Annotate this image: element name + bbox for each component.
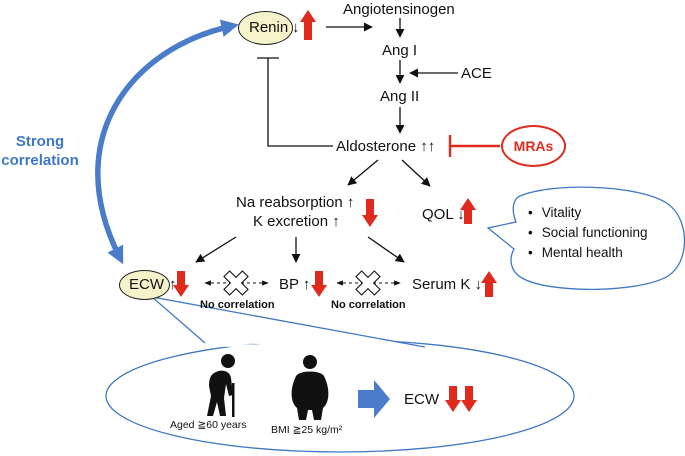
no-correlation-x-icon: [355, 270, 381, 296]
k-excretion-label: K excretion ↑: [253, 213, 340, 230]
mras-badge: MRAs: [501, 125, 566, 167]
ecw-change-arrow: ↑: [169, 276, 177, 293]
red-down-arrow-icon: [362, 199, 378, 227]
qol-item: Social functioning: [528, 225, 648, 241]
red-up-arrow-icon: [481, 271, 497, 297]
renin-node: [238, 11, 293, 45]
obese-person-icon: [291, 355, 329, 420]
no-correlation-left-label: No correlation: [200, 299, 275, 311]
bp-label: BP ↑: [279, 276, 311, 293]
renin-change-arrow: ↓: [292, 19, 300, 36]
ecw-node: [119, 270, 170, 300]
red-down-arrow-icon: [445, 386, 461, 412]
ecw-result-label: ECW: [404, 391, 439, 408]
serum-k-label: Serum K ↓: [412, 276, 483, 293]
ang2-label: Ang II: [380, 88, 420, 105]
ace-label: ACE: [461, 65, 492, 82]
ang1-label: Ang I: [382, 42, 418, 59]
k-to-serumk-arrow: [367, 236, 405, 263]
no-correlation-x-icon: [223, 270, 249, 296]
aged-label: Aged ≧60 years: [170, 419, 247, 431]
red-down-arrow-icon: [311, 271, 327, 297]
elderly-person-icon: [207, 354, 235, 417]
red-up-arrow-icon: [300, 10, 316, 40]
angiotensinogen-label: Angiotensinogen: [343, 1, 455, 18]
qol-item: Mental health: [528, 245, 648, 261]
no-correlation-right-label: No correlation: [331, 299, 406, 311]
red-arrows: [173, 10, 497, 412]
strong-correlation-arrow: [95, 19, 239, 265]
aldosterone-to-na-arrow: [347, 159, 379, 186]
aldosterone-to-qol-arrow: [401, 159, 431, 187]
blue-arrow-icon: [358, 380, 390, 418]
red-down-arrow-icon: [461, 386, 477, 412]
qol-label: QOL ↓: [422, 206, 465, 223]
ecw-label: ECW: [129, 276, 164, 293]
renin-label: Renin: [249, 19, 289, 36]
bmi-label: BMI ≧25 kg/m²: [271, 424, 343, 436]
red-up-arrow-icon: [460, 198, 476, 224]
red-down-arrow-icon: [173, 271, 189, 297]
aldosterone-label: Aldosterone ↑↑: [336, 138, 436, 155]
na-to-ecw-arrow: [195, 236, 237, 263]
feedback-inhibition-line: [267, 58, 333, 147]
qol-items-list: Vitality Social functioning Mental healt…: [528, 205, 648, 266]
qol-item: Vitality: [528, 205, 648, 221]
na-reabsorption-label: Na reabsorption ↑: [236, 194, 355, 211]
strong-correlation-label: Strong correlation: [1, 133, 79, 169]
